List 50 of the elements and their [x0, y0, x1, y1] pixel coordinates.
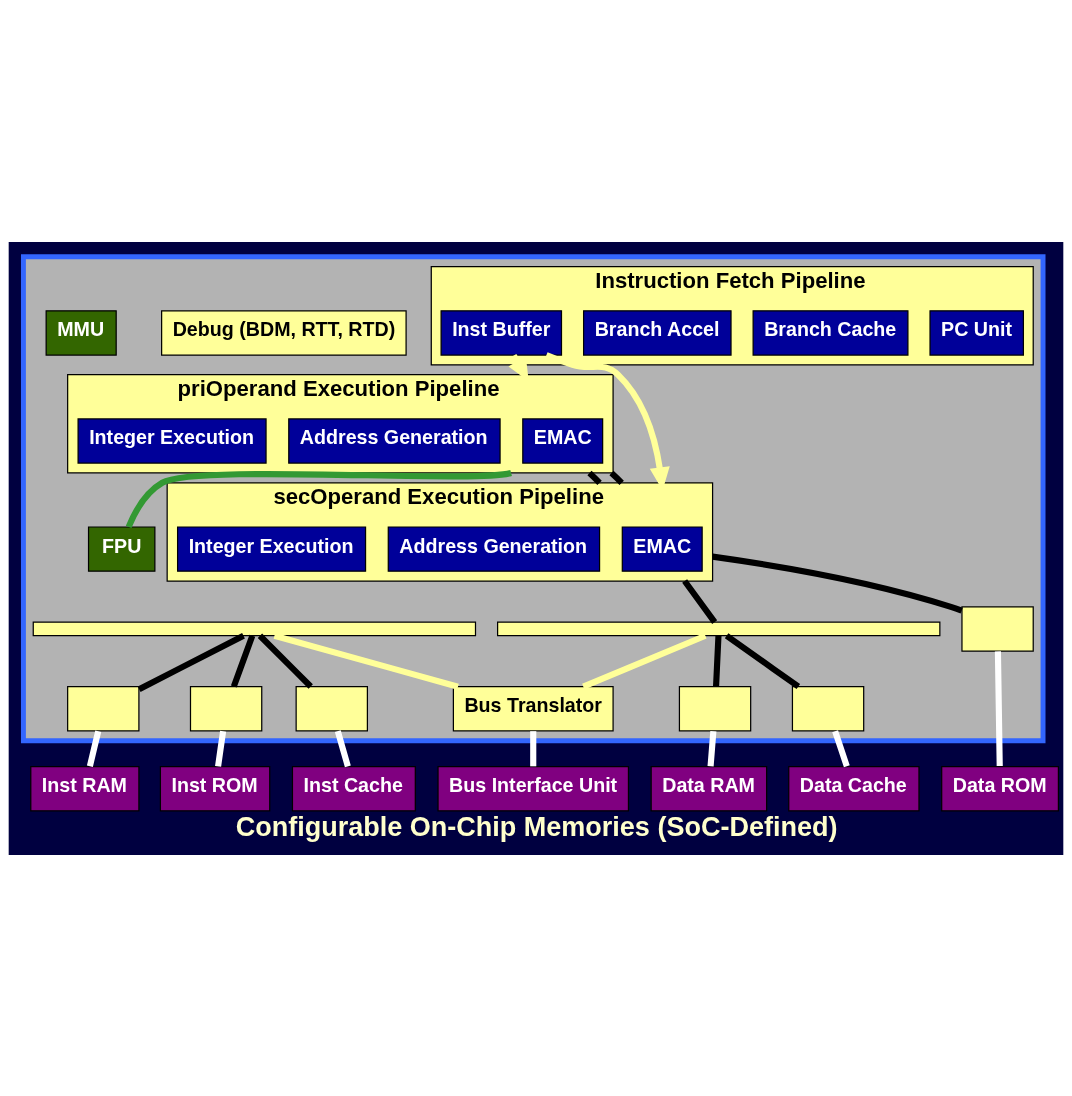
connector [994, 650, 1003, 766]
connector [86, 730, 102, 767]
node-box: Address Generation [288, 417, 501, 464]
node-box [678, 685, 752, 732]
connector [682, 578, 718, 624]
connector [137, 632, 245, 692]
node-box: EMAC [621, 525, 703, 572]
node-box: Inst Buffer [440, 309, 563, 356]
caption: Configurable On-Chip Memories (SoC-Defined) [235, 811, 838, 842]
connector [582, 632, 707, 690]
node-box [791, 685, 865, 732]
node-box: Data ROM [941, 765, 1059, 811]
connector [713, 635, 722, 687]
node-bar [32, 621, 477, 636]
connector [587, 470, 602, 485]
node-box: Address Generation [387, 525, 601, 572]
node-box: Branch Cache [752, 309, 909, 356]
node-box: EMAC [522, 417, 604, 464]
node-box: Data Cache [788, 765, 920, 811]
node-box: Inst RAM [30, 765, 140, 811]
connector [609, 470, 624, 485]
node-box: Inst ROM [159, 765, 271, 811]
node-box: Inst Cache [291, 765, 416, 811]
node-box: Bus Translator [452, 685, 614, 732]
node-box: Integer Execution [177, 525, 367, 572]
node-box: Debug (BDM, RTT, RTD) [161, 309, 407, 356]
connector [230, 634, 256, 688]
node-box: Branch Accel [583, 309, 732, 356]
node-box [961, 605, 1034, 652]
node-box [189, 685, 263, 732]
node-box: Data RAM [650, 765, 768, 811]
connector [530, 730, 537, 766]
connector [832, 729, 850, 767]
cluster [20, 253, 1046, 743]
connector [707, 730, 717, 767]
node-box [295, 685, 368, 732]
node-box: Integer Execution [77, 417, 267, 464]
connector [334, 729, 351, 767]
node-box: PC Unit [929, 309, 1024, 356]
connector [125, 469, 512, 528]
node-box: Bus Interface Unit [437, 765, 630, 811]
connector [712, 553, 963, 614]
node-box [67, 685, 140, 732]
connector [215, 730, 227, 767]
node-box: MMU [45, 309, 117, 356]
node-bar [497, 621, 941, 636]
connector [257, 633, 313, 689]
node-box: FPU [87, 525, 156, 572]
connector [724, 632, 801, 689]
connector [273, 632, 459, 690]
